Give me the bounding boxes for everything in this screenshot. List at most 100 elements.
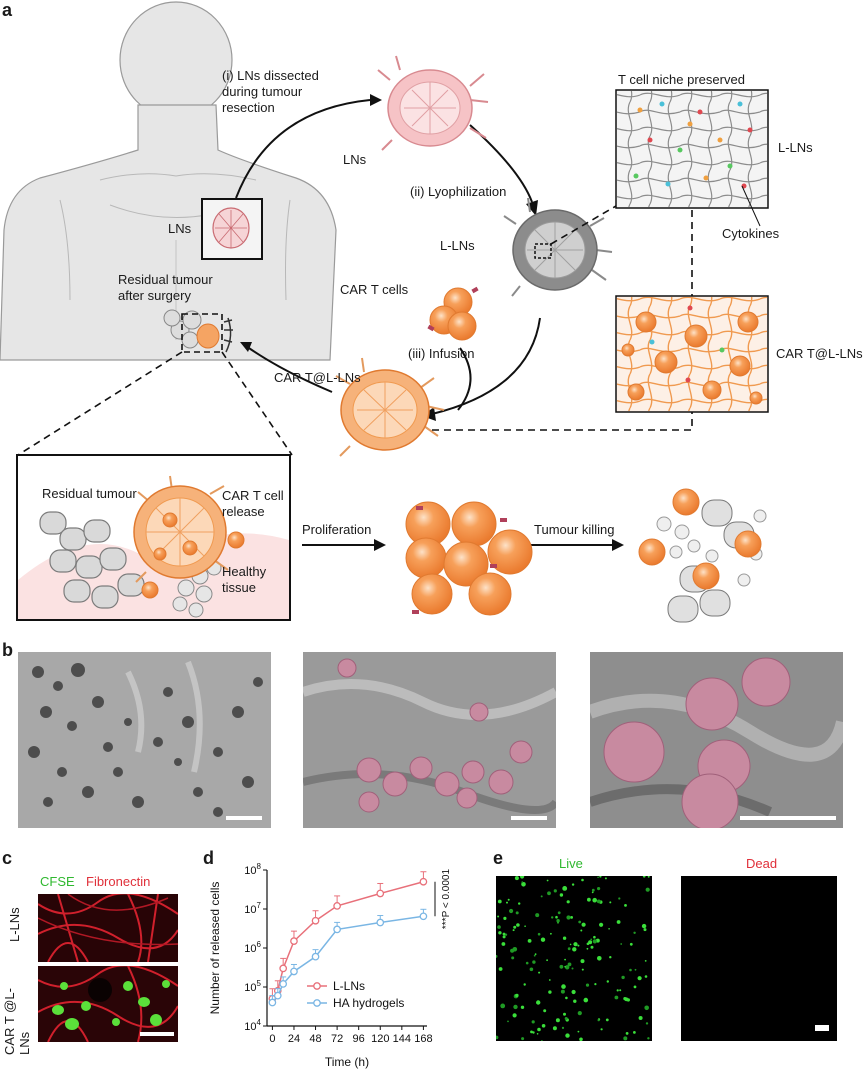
- live-cell-dot: [555, 915, 558, 919]
- live-cell-dot: [624, 997, 629, 1002]
- niche-title: T cell niche preserved: [618, 72, 745, 87]
- live-cell-dot: [502, 935, 506, 939]
- live-cell-dot: [515, 911, 519, 915]
- step-dissection-label: (i) LNs dissected during tumour resectio…: [222, 68, 319, 115]
- live-cell-dot: [557, 922, 559, 924]
- car-t-proliferation-cluster: [405, 501, 533, 616]
- data-point: [376, 889, 385, 898]
- panel-a-illustration: [0, 1, 769, 623]
- live-cell-dot: [537, 932, 541, 936]
- live-cell-dot: [518, 902, 521, 905]
- panel-letter-b: b: [2, 640, 13, 660]
- live-cell-dot: [543, 1009, 547, 1013]
- llns-label: L-LNs: [440, 238, 475, 253]
- live-cell-dot: [577, 944, 580, 947]
- live-cell-dot: [567, 962, 572, 967]
- live-cell-dot: [571, 989, 576, 995]
- live-cell-dot: [541, 1024, 546, 1028]
- live-cell-dot: [597, 1019, 600, 1022]
- y-tick-label: 106: [244, 940, 261, 955]
- tumour-killing-cluster: [638, 488, 767, 623]
- live-cell-dot: [538, 971, 541, 974]
- live-cell-dot: [620, 943, 623, 945]
- live-cell-dot: [498, 967, 503, 971]
- live-cell-dot: [609, 956, 612, 959]
- niche-box-llns: [615, 89, 769, 227]
- car-t-cells-cluster: [427, 286, 479, 341]
- legend-marker: [313, 982, 321, 990]
- live-cell-dot: [547, 891, 551, 896]
- y-axis-label: Number of released cells: [208, 882, 222, 1015]
- live-cell-dot: [624, 904, 627, 907]
- live-cell-dot: [614, 995, 619, 1000]
- live-cell-dot: [566, 900, 570, 904]
- live-cell-dot: [590, 945, 594, 949]
- live-cell-dot: [634, 968, 637, 971]
- live-cell-dot: [581, 922, 586, 927]
- data-point: [419, 877, 428, 886]
- live-cell-dot: [561, 984, 566, 989]
- live-cell-dot: [510, 948, 515, 953]
- live-cell-dot: [514, 876, 519, 881]
- human-body-silhouette: [0, 1, 337, 361]
- live-cell-dot: [559, 964, 564, 969]
- live-cell-dot: [644, 975, 648, 978]
- live-cell-dot: [496, 954, 498, 958]
- live-cell-dot: [578, 920, 582, 924]
- live-cell-dot: [605, 1018, 609, 1022]
- live-cell-dot: [561, 1026, 565, 1029]
- live-cell-dot: [540, 937, 546, 942]
- car-t-cells-label: CAR T cells: [340, 282, 409, 297]
- live-cell-dot: [536, 1000, 541, 1005]
- live-cell-dot: [637, 976, 642, 981]
- live-cell-dot: [588, 940, 593, 945]
- fluor-image-dead: [681, 876, 837, 1041]
- x-tick-label: 24: [288, 1033, 300, 1045]
- live-cell-dot: [559, 893, 564, 897]
- scale-bar: [815, 1025, 829, 1031]
- fluor-image-car-t-llns: [38, 966, 178, 1042]
- y-tick-label: 107: [244, 901, 261, 916]
- panel-letter-c: c: [2, 848, 13, 868]
- data-point: [333, 902, 341, 910]
- legend-label: L-LNs: [333, 979, 365, 993]
- legend-label: HA hydrogels: [333, 996, 404, 1010]
- sem-image-car-t-zoom: [590, 652, 843, 828]
- scale-bar: [511, 816, 547, 820]
- live-cell-dot: [512, 929, 515, 932]
- live-cell-dot: [552, 1026, 557, 1031]
- live-cell-dot: [597, 876, 599, 879]
- live-cell-dot: [503, 916, 507, 920]
- fluor-image-live: [496, 876, 652, 1041]
- data-point: [376, 918, 385, 927]
- live-cell-dot: [560, 989, 565, 994]
- live-cell-dot: [645, 887, 650, 892]
- live-cell-dot: [520, 1005, 525, 1009]
- live-cell-dot: [606, 980, 609, 983]
- live-cell-dot: [497, 899, 502, 904]
- live-cell-dot: [537, 1027, 541, 1032]
- live-cell-dot: [551, 916, 554, 919]
- live-cell-dot: [597, 887, 601, 891]
- data-point: [290, 967, 298, 976]
- live-cell-dot: [507, 898, 510, 901]
- live-cell-dot: [572, 947, 577, 952]
- data-point: [333, 925, 341, 934]
- significance-label: ***P < 0.0001: [441, 869, 452, 930]
- live-cell-dot: [573, 942, 578, 947]
- live-cell-dot: [619, 989, 622, 992]
- live-cell-dot: [643, 928, 647, 932]
- live-cell-dot: [633, 1031, 636, 1034]
- proliferation-label: Proliferation: [302, 522, 372, 537]
- live-cell-dot: [573, 999, 577, 1003]
- live-cell-dot: [583, 997, 589, 1003]
- live-cell-dot: [540, 895, 543, 898]
- data-point: [290, 937, 298, 945]
- live-cell-dot: [548, 990, 552, 994]
- live-cell-dot: [516, 923, 520, 927]
- live-label: Live: [559, 856, 583, 871]
- data-point: [311, 952, 320, 961]
- live-cell-dot: [553, 889, 557, 893]
- y-tick-label: 104: [244, 1018, 261, 1033]
- live-cell-dot: [497, 915, 500, 918]
